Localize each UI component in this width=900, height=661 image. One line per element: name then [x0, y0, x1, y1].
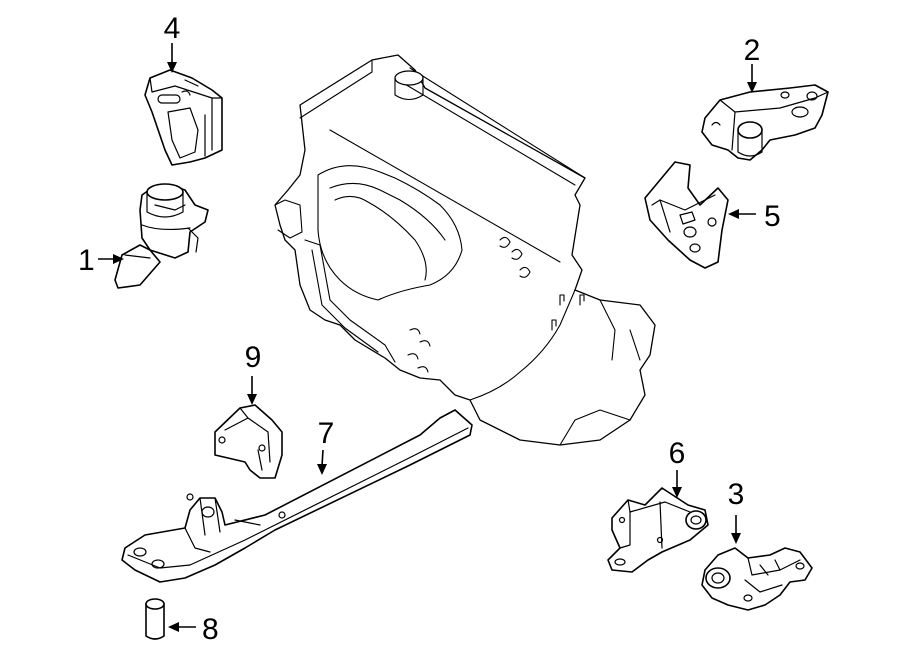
callout-5-arrowhead [728, 209, 739, 219]
callout-8-arrowhead [168, 622, 179, 632]
callout-7-arrowhead [317, 464, 327, 475]
callout-1-arrowhead [113, 254, 124, 264]
callout-1-label: 1 [78, 244, 95, 277]
callout-1: 1 [78, 244, 124, 277]
callout-9: 9 [245, 341, 262, 405]
callout-4-label: 4 [164, 12, 181, 45]
callout-7-label: 7 [318, 417, 335, 450]
callout-6: 6 [669, 437, 686, 498]
callout-5-label: 5 [764, 200, 781, 233]
part-9-mount-bracket [214, 404, 283, 479]
callout-8: 8 [168, 613, 219, 646]
callout-2-label: 2 [744, 34, 761, 67]
part-8-bushing [145, 598, 165, 640]
callout-4-arrowhead [167, 62, 177, 73]
callout-3: 3 [728, 478, 745, 544]
callout-6-label: 6 [669, 437, 686, 470]
callout-7: 7 [317, 417, 334, 475]
callout-7-leader [321, 449, 324, 467]
callout-2: 2 [744, 34, 761, 93]
part-2-engine-mount [701, 84, 829, 161]
callout-9-label: 9 [245, 341, 262, 374]
part-6-mount-bracket [607, 487, 709, 573]
callout-8-label: 8 [202, 613, 219, 646]
callout-5: 5 [728, 200, 781, 233]
part-3-engine-mount [701, 547, 813, 611]
part-5-mount-bracket [644, 161, 729, 269]
callout-2-arrowhead [747, 82, 757, 93]
engine-assembly [274, 54, 656, 446]
part-4-mount-bracket [144, 69, 223, 166]
callout-4: 4 [164, 12, 181, 73]
callout-9-arrowhead [247, 394, 257, 405]
callout-6-arrowhead [672, 487, 682, 498]
part-7-crossmember [121, 409, 473, 583]
callout-3-arrowhead [731, 533, 741, 544]
part-1-engine-mount [114, 183, 209, 289]
callout-3-label: 3 [728, 478, 745, 511]
